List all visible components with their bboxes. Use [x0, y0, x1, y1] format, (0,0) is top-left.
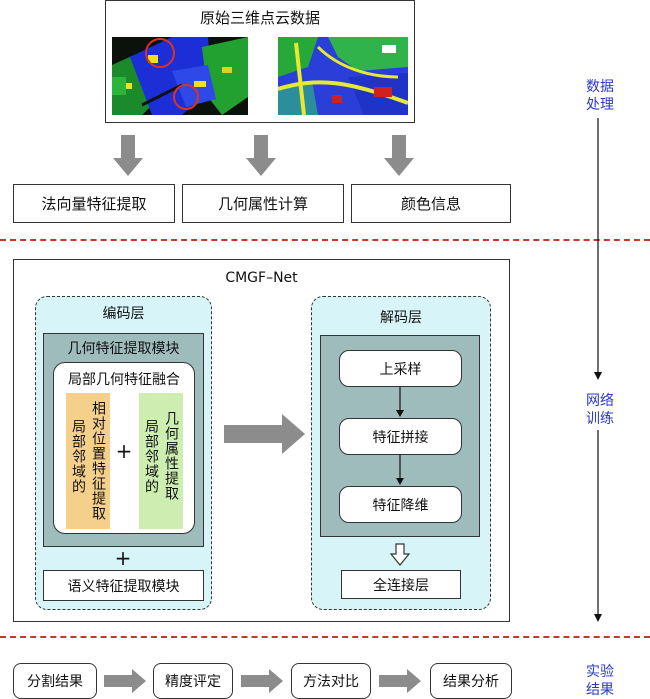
- relative-position-text-2: 局部邻域的: [70, 419, 86, 494]
- result-step-segmentation: 分割结果: [13, 663, 97, 699]
- feature-box-color: 颜色信息: [351, 184, 511, 223]
- divider-1: [0, 239, 650, 241]
- feature-concat-box: 特征拼接: [339, 418, 462, 455]
- result-step-analysis: 结果分析: [430, 663, 512, 699]
- side-label-train: 网络 训练: [586, 393, 614, 427]
- geometry-attr-block: 几何属性提取 局部邻域的: [139, 393, 183, 529]
- decoder-title: 解码层: [380, 310, 422, 326]
- raw-point-cloud-panel: 原始三维点云数据: [105, 0, 415, 123]
- result-step-comparison: 方法对比: [291, 663, 371, 699]
- point-cloud-image-1: [112, 37, 248, 115]
- geometry-attr-text-2: 局部邻域的: [143, 419, 159, 494]
- fully-connected-box: 全连接层: [341, 570, 461, 599]
- result-arrow-1: [104, 669, 146, 693]
- feature-box-geometry: 几何属性计算: [182, 184, 344, 223]
- down-arrow-3: [384, 135, 414, 176]
- point-cloud-image-2: [278, 37, 408, 115]
- fusion-title: 局部几何特征融合: [68, 372, 180, 388]
- raw-point-cloud-title: 原始三维点云数据: [199, 9, 320, 27]
- plus-icon-outer: +: [114, 546, 132, 570]
- feature-reduce-box: 特征降维: [339, 486, 462, 523]
- encoder-title: 编码层: [102, 306, 145, 322]
- relative-position-block: 相对位置特征提取 局部邻域的: [66, 393, 110, 529]
- divider-2: [0, 636, 650, 638]
- side-label-result: 实验 结果: [586, 664, 614, 698]
- down-arrow-1: [113, 135, 143, 176]
- side-label-data: 数据 处理: [586, 79, 614, 113]
- semantic-module-box: 语义特征提取模块: [43, 570, 204, 601]
- geo-module-title: 几何特征提取模块: [67, 341, 180, 357]
- upsample-box: 上采样: [339, 350, 462, 387]
- side-arrow-1: [594, 372, 602, 380]
- plus-icon-inner: +: [115, 439, 133, 463]
- down-arrow-2: [246, 135, 276, 176]
- geometry-attr-text-1: 几何属性提取: [163, 411, 179, 501]
- result-arrow-2: [241, 669, 283, 693]
- result-arrow-3: [379, 669, 421, 693]
- side-arrow-2: [594, 614, 602, 622]
- result-step-accuracy: 精度评定: [153, 663, 233, 699]
- relative-position-text-1: 相对位置特征提取: [90, 401, 106, 521]
- cmgf-net-title: CMGF–Net: [225, 270, 298, 286]
- feature-box-normal: 法向量特征提取: [13, 184, 175, 223]
